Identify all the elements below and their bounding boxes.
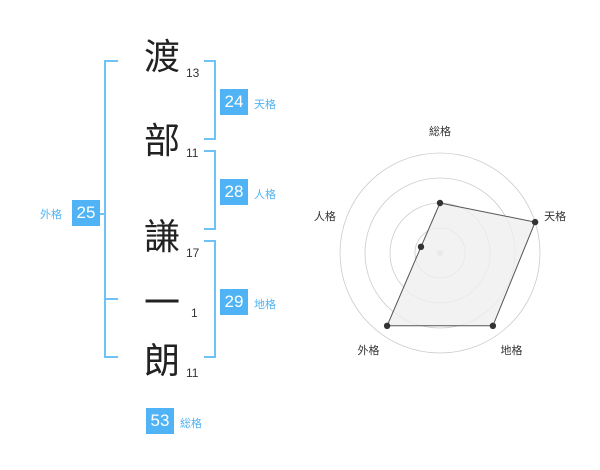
name-char-2: 部 [143, 121, 180, 162]
gaikaku-score: 25 [72, 200, 100, 226]
name-char-3: 謙 [143, 217, 180, 258]
name-char-1: 渡 [143, 37, 180, 78]
radar-polygon [386, 202, 536, 327]
gaikaku-bracket-mid [104, 298, 118, 300]
stroke-count-5: 11 [186, 366, 199, 380]
chikaku-label: 地格 [254, 298, 276, 311]
radar-axis-label-1: 天格 [544, 209, 566, 223]
gaikaku-connector [98, 213, 106, 215]
gaikaku-bracket-bottom [104, 356, 118, 358]
jinkaku-bracket [214, 150, 216, 230]
radar-point-2 [489, 322, 497, 330]
tenkaku-bracket-top [204, 60, 216, 62]
tenkaku-bracket-bottom [204, 138, 216, 140]
radar-point-0 [436, 199, 444, 207]
stroke-count-3: 17 [186, 246, 200, 260]
stroke-count-1: 13 [186, 66, 200, 80]
tenkaku-score: 24 [220, 89, 248, 115]
radar-point-3 [383, 322, 391, 330]
gaikaku-label: 外格 [40, 208, 62, 221]
soukaku-label: 総格 [180, 417, 202, 430]
jinkaku-bracket-top [204, 150, 216, 152]
jinkaku-label: 人格 [254, 188, 276, 201]
radar-points [383, 199, 539, 330]
radar-point-4 [417, 243, 425, 251]
gaikaku-bracket-top [104, 60, 118, 62]
radar-point-1 [531, 218, 539, 226]
radar-axis-label-3: 外格 [357, 343, 379, 357]
chikaku-score: 29 [220, 289, 248, 315]
chikaku-bracket-bottom [204, 356, 216, 358]
jinkaku-bracket-bottom [204, 228, 216, 230]
stroke-count-4: 1 [191, 306, 198, 320]
name-char-5: 朗 [143, 341, 180, 382]
radar-axis-label-2: 地格 [501, 343, 523, 357]
jinkaku-score: 28 [220, 179, 248, 205]
radar-axis-label-0: 総格 [429, 124, 451, 138]
gaikaku-bracket [104, 60, 106, 358]
soukaku-score: 53 [146, 408, 174, 434]
chikaku-bracket [214, 240, 216, 358]
stroke-count-2: 11 [186, 146, 199, 160]
chikaku-bracket-top [204, 240, 216, 242]
tenkaku-label: 天格 [254, 98, 276, 111]
name-char-4: 一 [143, 283, 180, 324]
radar-axis-label-4: 人格 [314, 209, 336, 223]
tenkaku-bracket [214, 60, 216, 140]
radar-ring-4 [339, 152, 541, 354]
